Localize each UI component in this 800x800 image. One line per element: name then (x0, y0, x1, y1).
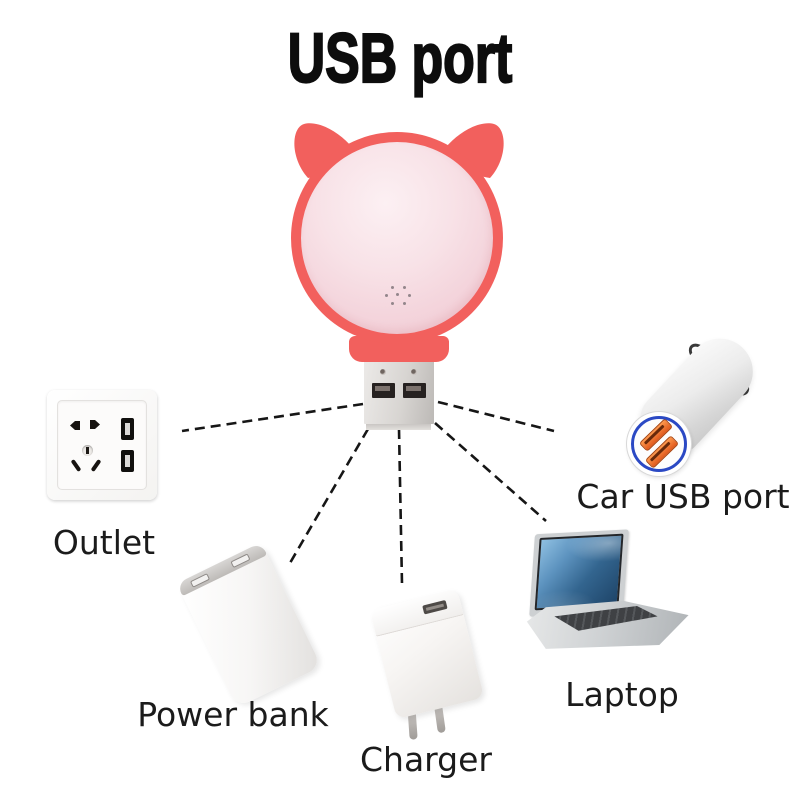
label-laptop: Laptop (565, 675, 679, 714)
speaker-hole (391, 302, 394, 305)
connector-line-outlet (181, 402, 364, 433)
speaker-hole (391, 286, 394, 289)
cat-night-light (291, 132, 503, 344)
speaker-hole (403, 302, 406, 305)
power-bank-usb-slot (189, 573, 211, 588)
outlet-round-hole (82, 445, 93, 456)
speaker-hole (403, 286, 406, 289)
label-charger: Charger (360, 740, 492, 779)
wall-outlet-icon (47, 390, 157, 500)
label-power-bank: Power bank (137, 695, 329, 734)
outlet-usb-port (121, 418, 134, 440)
car-charger-face (627, 412, 691, 476)
outlet-usb-port (121, 450, 134, 472)
plug-pinhole (411, 369, 417, 375)
connector-line-car (437, 400, 555, 433)
label-car-usb-port: Car USB port (576, 477, 790, 516)
plug-pinhole (380, 369, 386, 375)
car-charger-icon (615, 324, 775, 480)
page-title: USB port (287, 18, 513, 98)
car-charger-blue-ring (631, 416, 687, 472)
plug-contact-slot (372, 383, 395, 398)
speaker-hole (408, 294, 411, 297)
connector-line-laptop (434, 422, 547, 522)
usb-plug-icon (364, 358, 434, 430)
speaker-hole (396, 293, 399, 296)
connector-line-charger (397, 428, 404, 585)
speaker-hole (385, 294, 388, 297)
label-outlet: Outlet (52, 523, 156, 562)
laptop-display (534, 533, 624, 611)
outlet-flat-pin-slot (70, 421, 80, 430)
outlet-flat-pin-slot (90, 420, 100, 429)
outlet-panel (57, 400, 147, 490)
outlet-angled-slot (70, 459, 82, 472)
laptop-icon (520, 528, 692, 658)
connector-line-power-bank (288, 428, 370, 564)
power-bank-usb-slot (230, 553, 251, 569)
plug-contact-slot (403, 383, 426, 398)
outlet-angled-slot (90, 459, 102, 472)
